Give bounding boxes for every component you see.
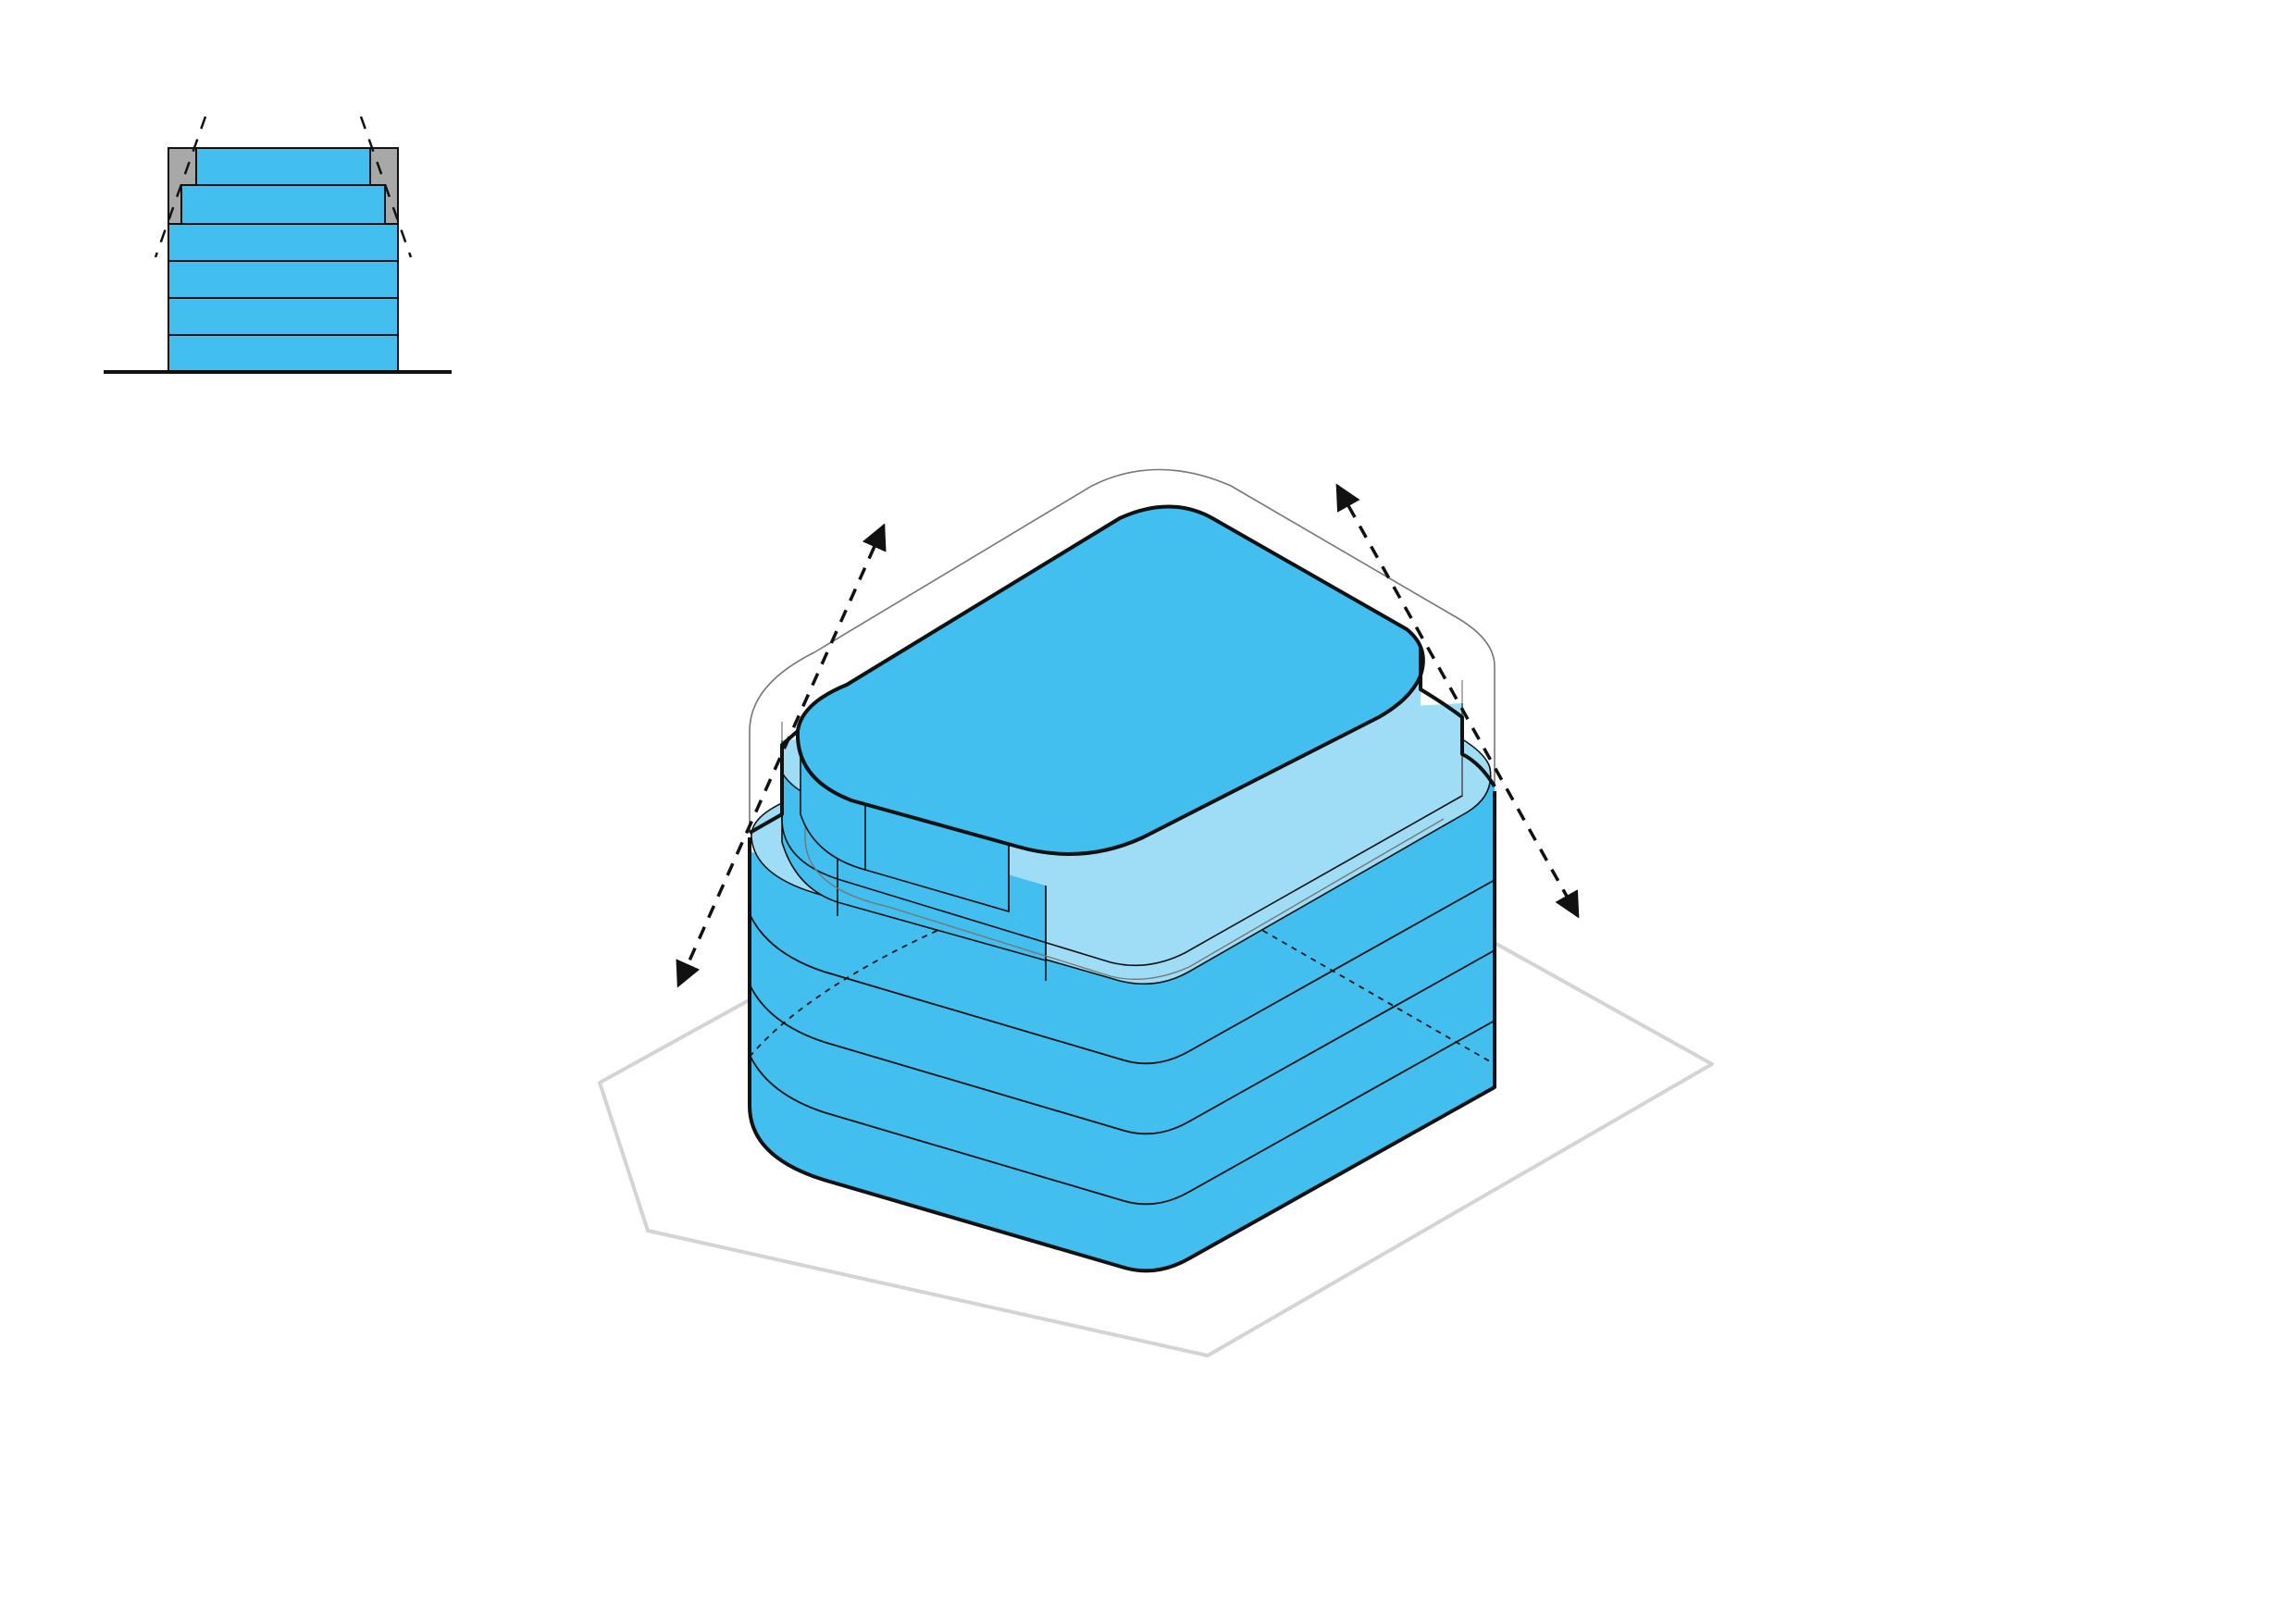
section-floor [168, 334, 399, 373]
section-floor [168, 223, 399, 262]
floor-line [749, 949, 1496, 1135]
floor-line [749, 1020, 1496, 1206]
section-floor-second [180, 184, 386, 225]
sightline-right [359, 116, 413, 258]
sightline-arrow-left [676, 523, 887, 988]
sightline-left [154, 116, 207, 258]
sightline-arrow-right [1335, 483, 1580, 919]
section-floor [168, 260, 399, 299]
section-floor-top [195, 147, 371, 186]
section-diagram [104, 116, 452, 374]
base-block-outline [748, 791, 1496, 1273]
section-floor [168, 297, 399, 336]
axonometric-diagram [598, 468, 1714, 1357]
hidden-footprint-line [749, 873, 1496, 1065]
